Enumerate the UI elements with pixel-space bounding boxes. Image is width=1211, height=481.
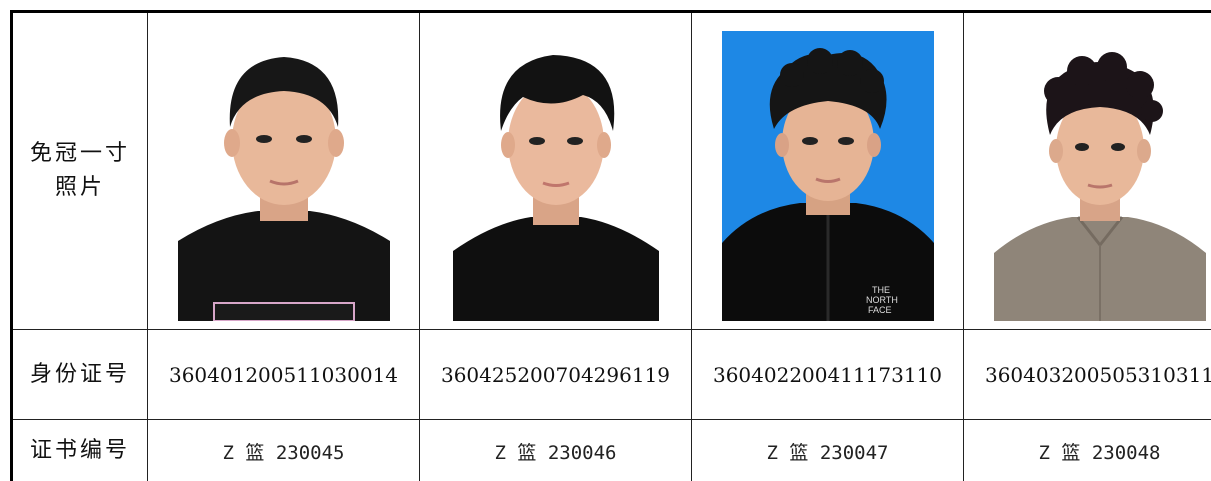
photo-cell-1 xyxy=(147,10,420,330)
photo-label-line2: 照片 xyxy=(54,175,105,200)
cert-number-3: Z 篮 230047 xyxy=(766,441,889,464)
cert-label-cell: 证书编号 xyxy=(10,419,148,481)
cert-number-cell-2: Z 篮 230046 xyxy=(419,419,692,481)
id-number-4: 360403200505310311 xyxy=(984,362,1211,387)
photo-row: 免冠一寸 照片 xyxy=(10,10,1211,330)
photo-cell-3: THE NORTH FACE xyxy=(691,10,964,330)
svg-text:NORTH: NORTH xyxy=(866,295,898,305)
cert-number-row: 证书编号 Z 篮 230045 Z 篮 230046 Z 篮 230047 Z … xyxy=(10,419,1211,481)
id-photo-1 xyxy=(177,31,390,321)
player-roster-table: 免冠一寸 照片 xyxy=(10,10,1211,481)
svg-text:FACE: FACE xyxy=(868,305,892,315)
cert-label: 证书编号 xyxy=(29,438,130,463)
id-number-cell-3: 360402200411173110 xyxy=(691,329,964,420)
id-number-row: 身份证号 360401200511030014 3604252007042961… xyxy=(10,329,1211,420)
svg-text:THE: THE xyxy=(872,285,890,295)
photo-label: 免冠一寸 照片 xyxy=(15,137,147,205)
cert-number-4: Z 篮 230048 xyxy=(1038,441,1161,464)
id-photo-2 xyxy=(452,31,659,321)
photo-cell-2 xyxy=(419,10,692,330)
id-number-cell-1: 360401200511030014 xyxy=(147,329,420,420)
id-number-1: 360401200511030014 xyxy=(168,362,399,387)
cert-number-1: Z 篮 230045 xyxy=(222,441,345,464)
cert-number-cell-1: Z 篮 230045 xyxy=(147,419,420,481)
id-label-cell: 身份证号 xyxy=(10,329,148,420)
photo-label-cell: 免冠一寸 照片 xyxy=(10,10,148,330)
id-number-cell-2: 360425200704296119 xyxy=(419,329,692,420)
cert-number-cell-4: Z 篮 230048 xyxy=(963,419,1211,481)
id-photo-3: THE NORTH FACE xyxy=(721,31,934,321)
id-photo-4 xyxy=(993,31,1206,321)
cert-number-cell-3: Z 篮 230047 xyxy=(691,419,964,481)
id-number-cell-4: 360403200505310311 xyxy=(963,329,1211,420)
id-number-3: 360402200411173110 xyxy=(712,362,943,387)
cert-number-2: Z 篮 230046 xyxy=(494,441,617,464)
photo-label-line1: 免冠一寸 xyxy=(29,141,130,166)
photo-cell-4 xyxy=(963,10,1211,330)
id-number-2: 360425200704296119 xyxy=(440,362,671,387)
id-label: 身份证号 xyxy=(29,361,130,387)
